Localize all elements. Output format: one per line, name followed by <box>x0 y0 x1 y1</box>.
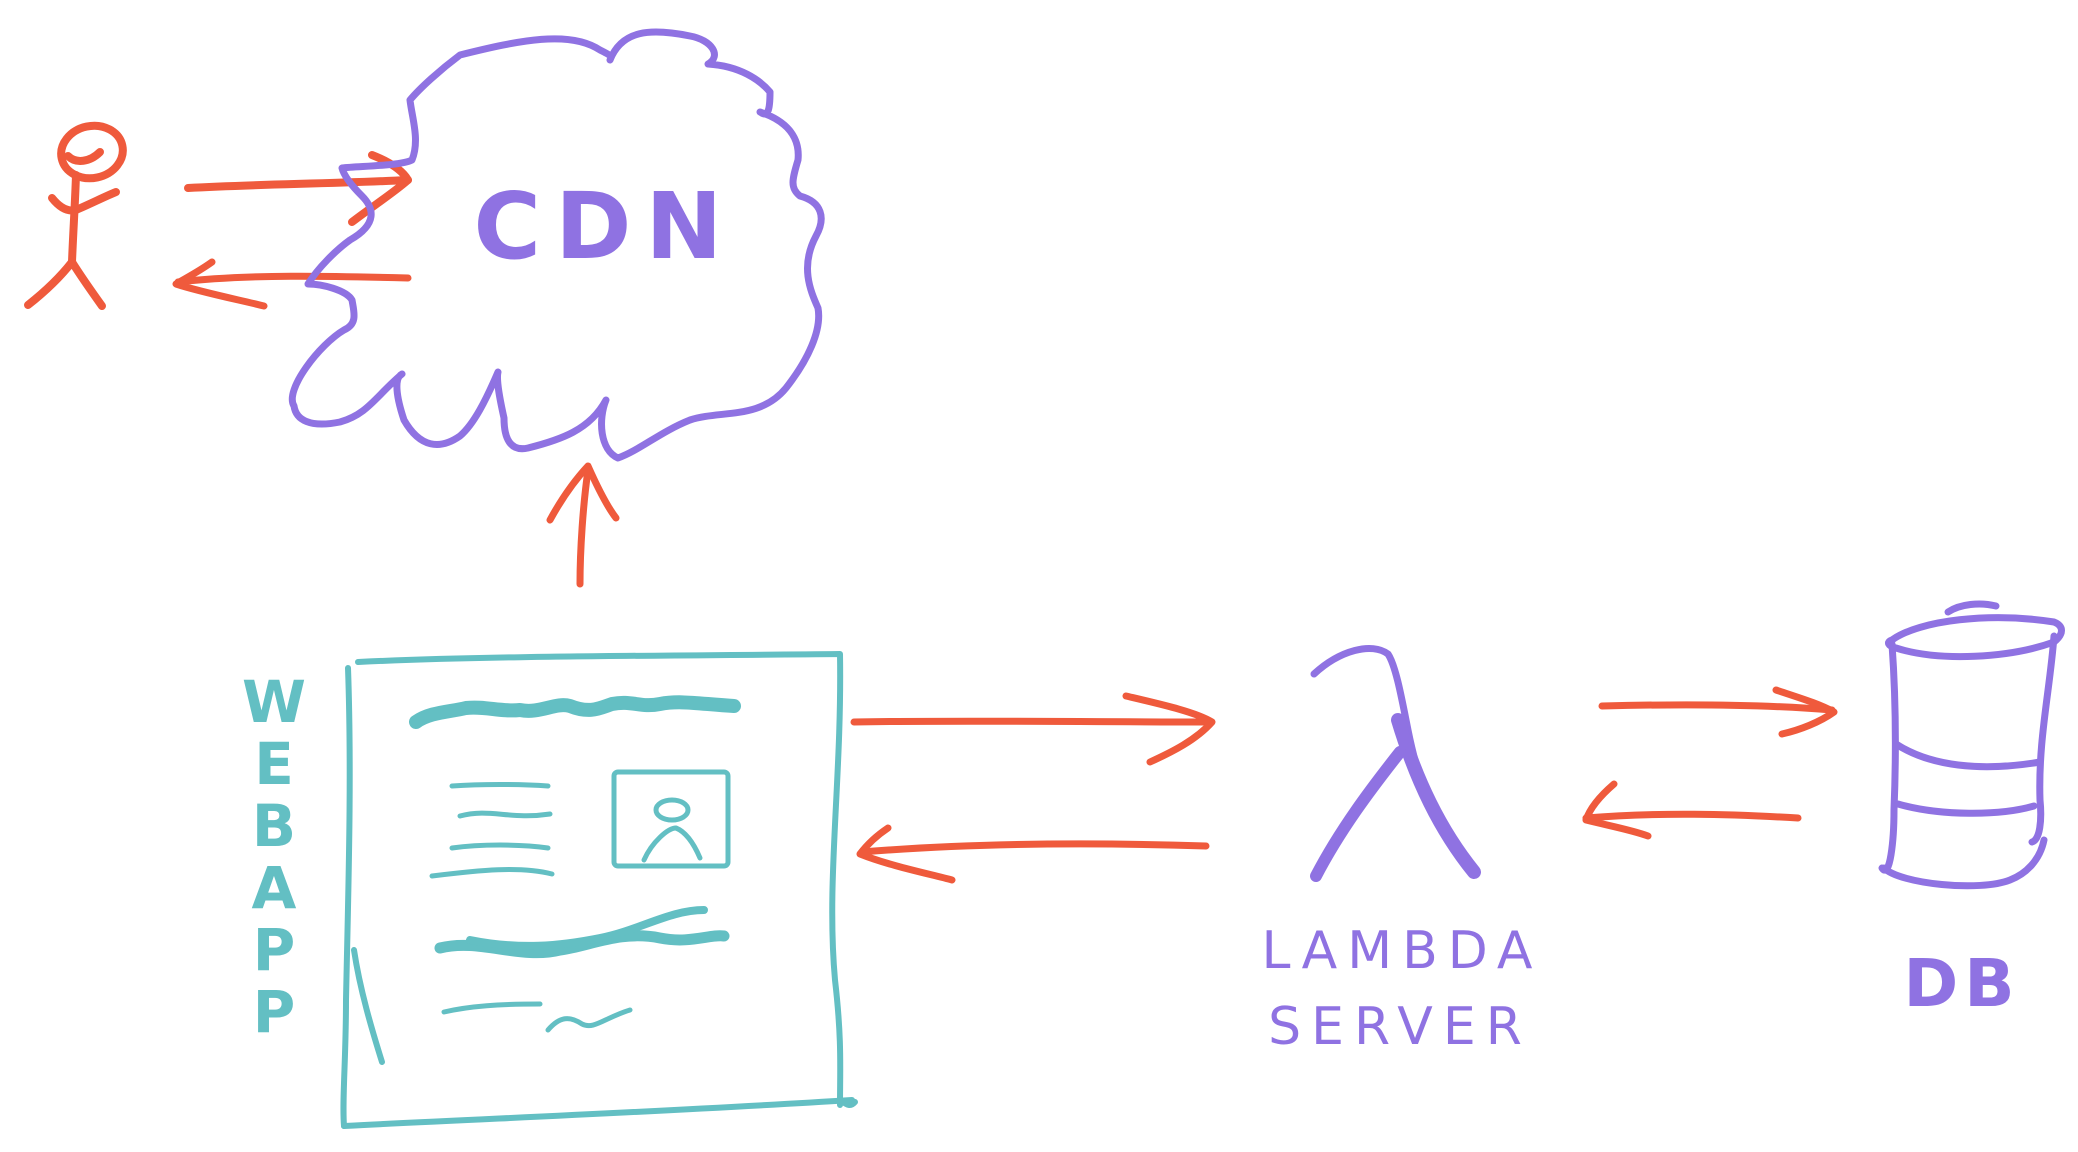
user-stick-figure-icon <box>24 121 127 310</box>
arrow-webapp-to-cdn <box>546 462 620 588</box>
webapp-label-letter: P <box>253 916 296 984</box>
lambda-label-line1: LAMBDA <box>1262 921 1543 981</box>
arrow-cdn-to-user <box>172 258 412 310</box>
webapp-browser-window-icon <box>340 651 858 1129</box>
arrow-lambda-to-db <box>1598 686 1838 738</box>
lambda-label-line2: SERVER <box>1268 997 1532 1057</box>
arrow-webapp-to-lambda <box>850 692 1216 766</box>
webapp-label-letter: B <box>252 792 296 860</box>
lambda-icon <box>1310 644 1481 882</box>
webapp-label-letter: A <box>252 854 297 922</box>
image-placeholder-icon <box>611 769 731 869</box>
db-label: DB <box>1903 945 2020 1022</box>
arrow-db-to-lambda <box>1582 780 1802 840</box>
cdn-label: CDN <box>474 173 737 280</box>
webapp-label-letter: E <box>254 730 294 798</box>
arrow-lambda-to-webapp <box>856 824 1210 884</box>
webapp-label-letter: P <box>253 978 296 1046</box>
cdn-cloud-icon <box>288 28 825 462</box>
db-cylinder-icon <box>1878 600 2065 890</box>
webapp-content-lines <box>409 695 741 1033</box>
webapp-label-letter: W <box>242 668 306 736</box>
